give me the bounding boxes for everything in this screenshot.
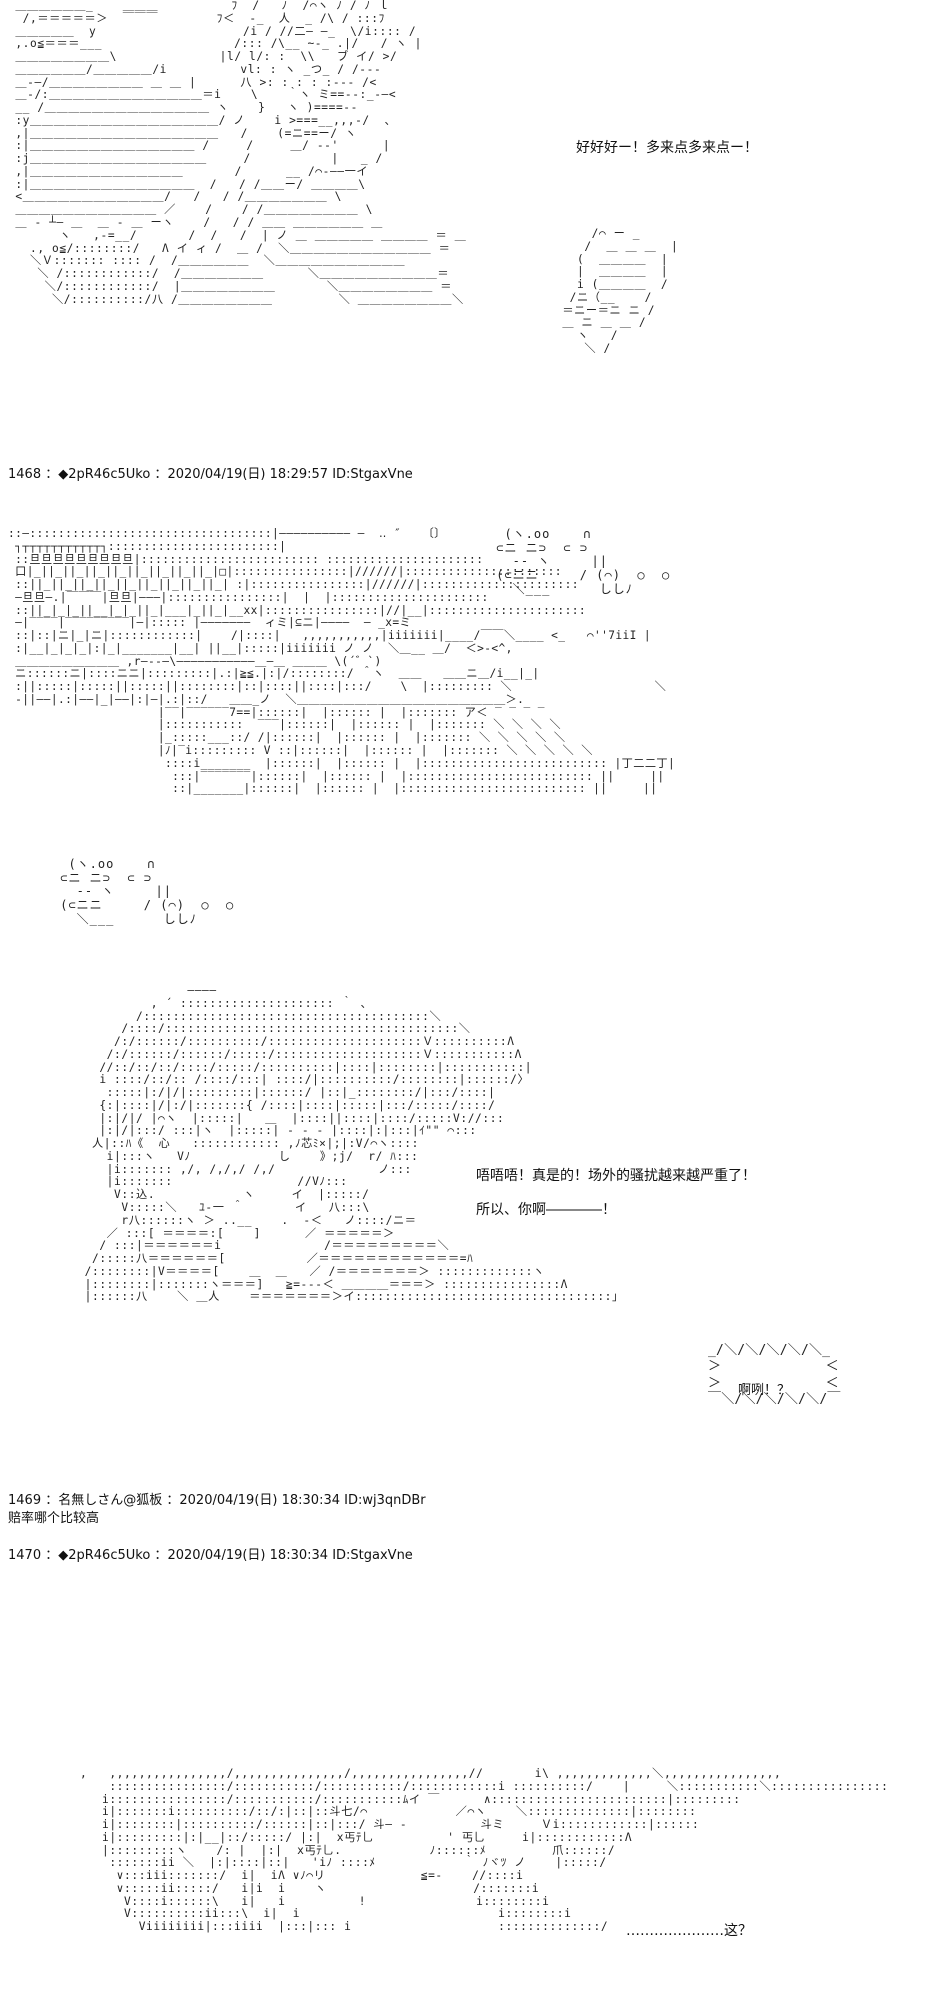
post-header-1468: 1468 ：◆2pR46c5Uko ：2020/04/19(日) 18:29:5… xyxy=(8,467,413,482)
post-time: 18:30:34 xyxy=(281,1493,340,1508)
dialog-line-1: 好好好ー！多来点多来点ー！ xyxy=(576,140,758,156)
post-number: 1468 xyxy=(8,467,42,482)
post-date: 2020/04/19(日) xyxy=(167,467,266,482)
post-header-1469: 1469 ：名無しさん@狐板 ：2020/04/19(日) 18:30:34 I… xyxy=(8,1493,426,1508)
ascii-art-figure-bottom: , ,,,,,,,,,,,,,,,,/,,,,,,,,,,,,,,,/,,,,,… xyxy=(80,1767,889,1934)
post-date: 2020/04/19(日) xyxy=(179,1493,278,1508)
ascii-art-fist: /⌒ ー _ / ＿ ＿ ＿ | ( ＿＿＿＿ | | ＿＿＿＿ | i (＿＿… xyxy=(562,227,679,355)
speech-bubble-text: 啊咧！？ xyxy=(738,1383,791,1398)
ascii-art-girl: ―――― , ´ ::::::::::::::::::::: ｀ 、 /::::… xyxy=(84,984,619,1304)
post-id: ID:wj3qnDBr xyxy=(344,1493,426,1508)
ascii-art-small-face-right: (ヽ.oo ∩ ⊂ニ ニ⊃ ⊂ ⊃ -- ヽ || (⊂ニニ / (⌒) ○ ○… xyxy=(496,527,671,596)
post-number: 1470 xyxy=(8,1548,42,1563)
post-number: 1469 xyxy=(8,1493,42,1508)
ascii-art-small-face-left: (ヽ.oo ∩ ⊂ニ ニ⊃ ⊂ ⊃ -- ヽ || (⊂ニニ / (⌒) ○ ○… xyxy=(60,857,235,926)
ascii-art-figure-fist: ＿＿＿＿＿＿_ ＿＿＿ ﾌ / ﾉ /⌒ヽ ﾉ / ﾉ ｌ /,＝＝＝＝＝＞ ￣… xyxy=(15,0,467,306)
post-id: ID:StgaxVne xyxy=(332,467,413,482)
post-time: 18:30:34 xyxy=(269,1548,329,1563)
dialog-line-2: 唔唔唔！真是的！场外的骚扰越来越严重了！ xyxy=(476,1168,756,1184)
post-header-1470: 1470 ：◆2pR46c5Uko ：2020/04/19(日) 18:30:3… xyxy=(8,1548,413,1563)
ascii-art-scene: ::―::::::::::::::::::::::::::::::::::|――… xyxy=(8,527,676,796)
post-body-1469: 赔率哪个比较高 xyxy=(8,1511,100,1526)
post-author: 名無しさん@狐板 xyxy=(58,1493,163,1508)
post-author: ◆2pR46c5Uko xyxy=(58,1548,151,1563)
post-author: ◆2pR46c5Uko xyxy=(58,467,151,482)
post-id: ID:StgaxVne xyxy=(332,1548,413,1563)
dialog-line-4: …………………这？ xyxy=(626,1923,752,1939)
speech-bubble-frame: _/＼/＼/＼/＼/＼_ ＞ ＜ ＞ ＜ ￣＼/＼/＼/＼/＼/￣ xyxy=(708,1343,841,1407)
post-date: 2020/04/19(日) xyxy=(167,1548,266,1563)
dialog-line-3: 所以、你啊――――！ xyxy=(476,1202,616,1218)
post-time: 18:29:57 xyxy=(269,467,329,482)
